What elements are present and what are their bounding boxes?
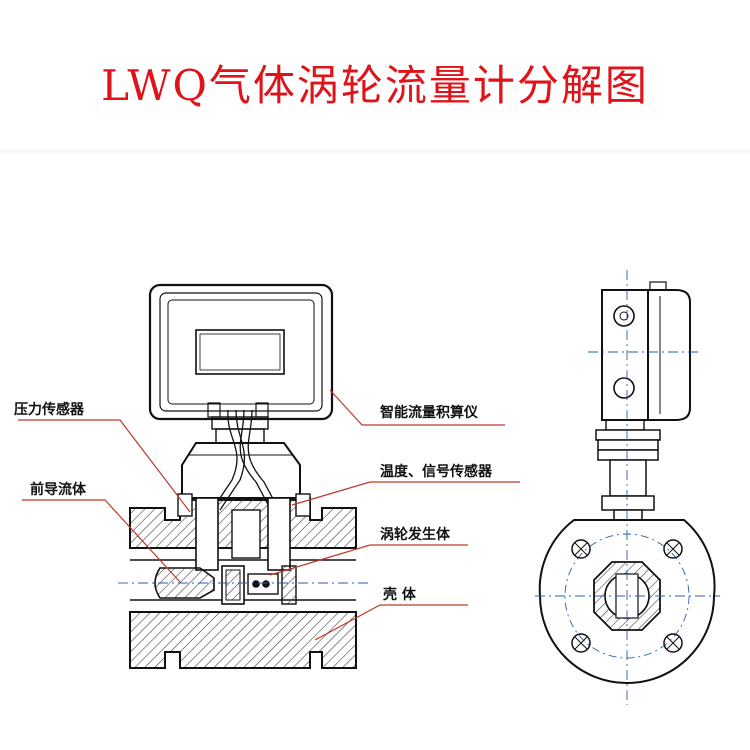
pipe-body	[129, 493, 357, 669]
leader-vortex-generator	[269, 544, 468, 576]
label-totalizer: 智能流量积算仪	[379, 404, 479, 421]
leader-pressure-sensor	[18, 419, 191, 513]
label-pressure-sensor: 压力传感器	[14, 401, 85, 418]
side-head	[601, 281, 691, 431]
side-view	[535, 270, 720, 705]
label-temp-sensor: 温度、信号传感器	[380, 463, 493, 480]
leader-housing	[314, 604, 468, 641]
leader-totalizer	[329, 389, 505, 426]
leader-lines	[18, 389, 520, 641]
sensor-neck	[181, 409, 301, 513]
front-view	[118, 283, 372, 669]
label-front-guide: 前导流体	[30, 481, 87, 498]
leader-front-guide	[22, 499, 181, 583]
leader-temp-sensor	[291, 481, 520, 506]
totalizer-head	[148, 283, 334, 444]
label-housing: 壳 体	[382, 586, 417, 603]
front-guide-and-turbine	[154, 565, 297, 605]
page-title: LWQ气体涡轮流量计分解图	[101, 61, 649, 110]
label-vortex-generator: 涡轮发生体	[380, 526, 451, 543]
title-divider	[0, 150, 750, 154]
